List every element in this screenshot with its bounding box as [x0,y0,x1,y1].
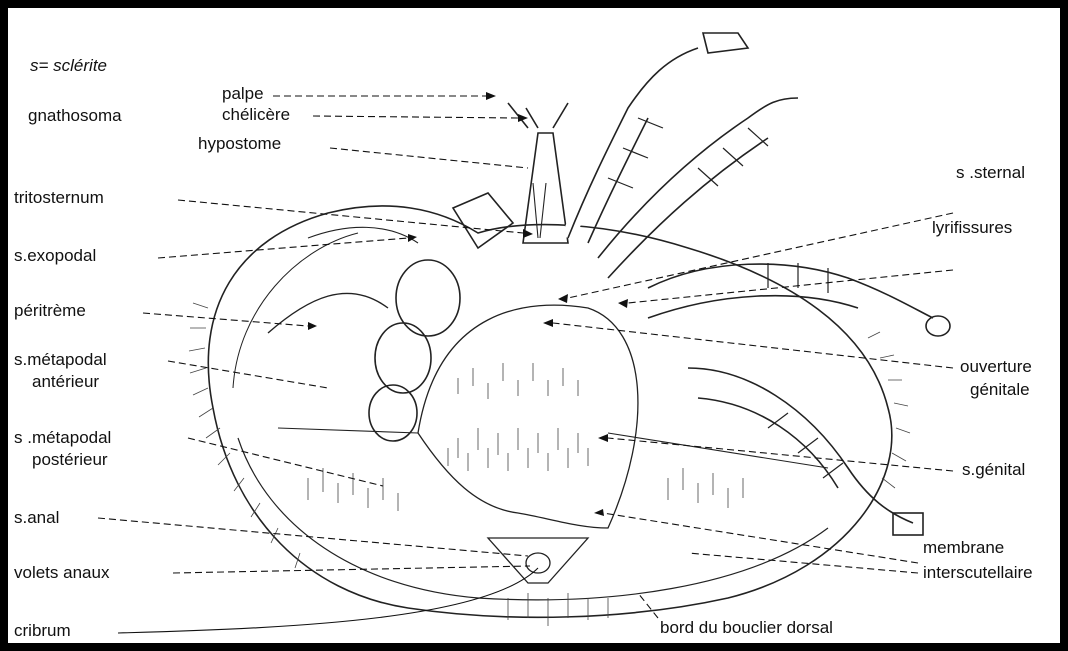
label-palpe: palpe [222,84,264,104]
leg-4 [688,368,913,523]
label-s-metapodal-anterieur-2: antérieur [32,372,99,392]
label-membrane-2: interscutellaire [923,563,1033,583]
label-membrane-1: membrane [923,538,1004,558]
label-cribrum: cribrum [14,621,71,641]
metapodal-lines [278,428,828,468]
leader-lines [98,96,953,618]
mite-illustration [8,8,1060,643]
dorsal-shield-edge [238,438,828,600]
label-s-sternal: s .sternal [956,163,1025,183]
label-tritosternum: tritosternum [14,188,104,208]
label-gnathosoma: gnathosoma [28,106,122,126]
label-s-metapodal-anterieur-1: s.métapodal [14,350,107,370]
label-s-metapodal-posterieur-2: postérieur [32,450,108,470]
label-volets-anaux: volets anaux [14,563,109,583]
anal-valves [526,553,550,573]
label-lyrifissures: lyrifissures [932,218,1012,238]
label-peritreme: péritrème [14,301,86,321]
label-chelicere: chélicère [222,105,290,125]
label-s-genital: s.génital [962,460,1025,480]
label-bord-bouclier: bord du bouclier dorsal [660,618,833,638]
label-hypostome: hypostome [198,134,281,154]
sclerite-key: s= sclérite [30,56,107,76]
genital-sclerite [418,305,638,528]
peritreme-shape [268,293,388,333]
label-s-anal: s.anal [14,508,59,528]
label-s-exopodal: s.exopodal [14,246,96,266]
leg-1 [568,48,698,238]
anal-plate [488,538,588,583]
idiosoma-outline [208,206,891,617]
label-ouverture-2: génitale [970,380,1030,400]
inner-margin [233,233,358,388]
diagram-frame: s= sclérite gnathosoma palpe chélicère h… [8,8,1060,643]
label-ouverture-1: ouverture [960,357,1032,377]
label-s-metapodal-posterieur-1: s .métapodal [14,428,111,448]
